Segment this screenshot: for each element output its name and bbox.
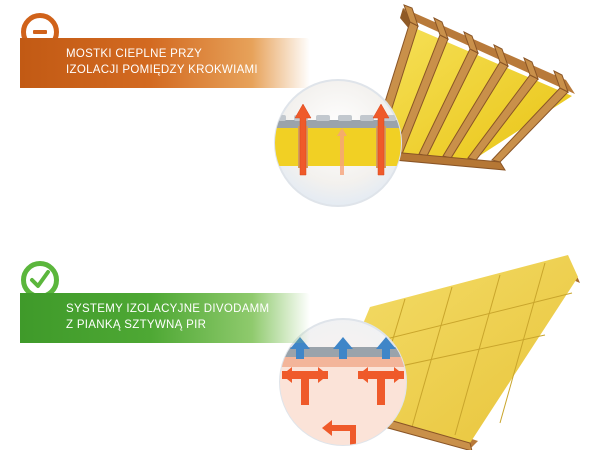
banner-line-1: MOSTKI CIEPLNE PRZY [66, 48, 203, 60]
pir-board-roof-illustration [279, 255, 580, 450]
panel-divodamm-system: SYSTEMY IZOLACYJNE DIVODAMM Z PIANKĄ SZT… [0, 225, 600, 450]
banner-divodamm-system: SYSTEMY IZOLACYJNE DIVODAMM Z PIANKĄ SZT… [20, 293, 310, 343]
banner-thermal-bridges: MOSTKI CIEPLNE PRZY IZOLACJI POMIĘDZY KR… [20, 38, 310, 88]
roof-rafters [369, 4, 575, 171]
banner-text-thermal-bridges: MOSTKI CIEPLNE PRZY IZOLACJI POMIĘDZY KR… [66, 46, 258, 78]
banner-line-1: SYSTEMY IZOLACYJNE DIVODAMM [66, 303, 270, 315]
panel-thermal-bridges: MOSTKI CIEPLNE PRZY IZOLACJI POMIĘDZY KR… [20, 4, 575, 207]
banner-line-2: Z PIANKĄ SZTYWNĄ PIR [66, 319, 207, 331]
rafter-insulation-illustration [274, 4, 575, 207]
banner-text-divodamm-system: SYSTEMY IZOLACYJNE DIVODAMM Z PIANKĄ SZT… [66, 301, 269, 333]
banner-line-2: IZOLACJI POMIĘDZY KROKWIAMI [66, 64, 258, 76]
thermal-bridge-detail-circle [274, 79, 402, 207]
